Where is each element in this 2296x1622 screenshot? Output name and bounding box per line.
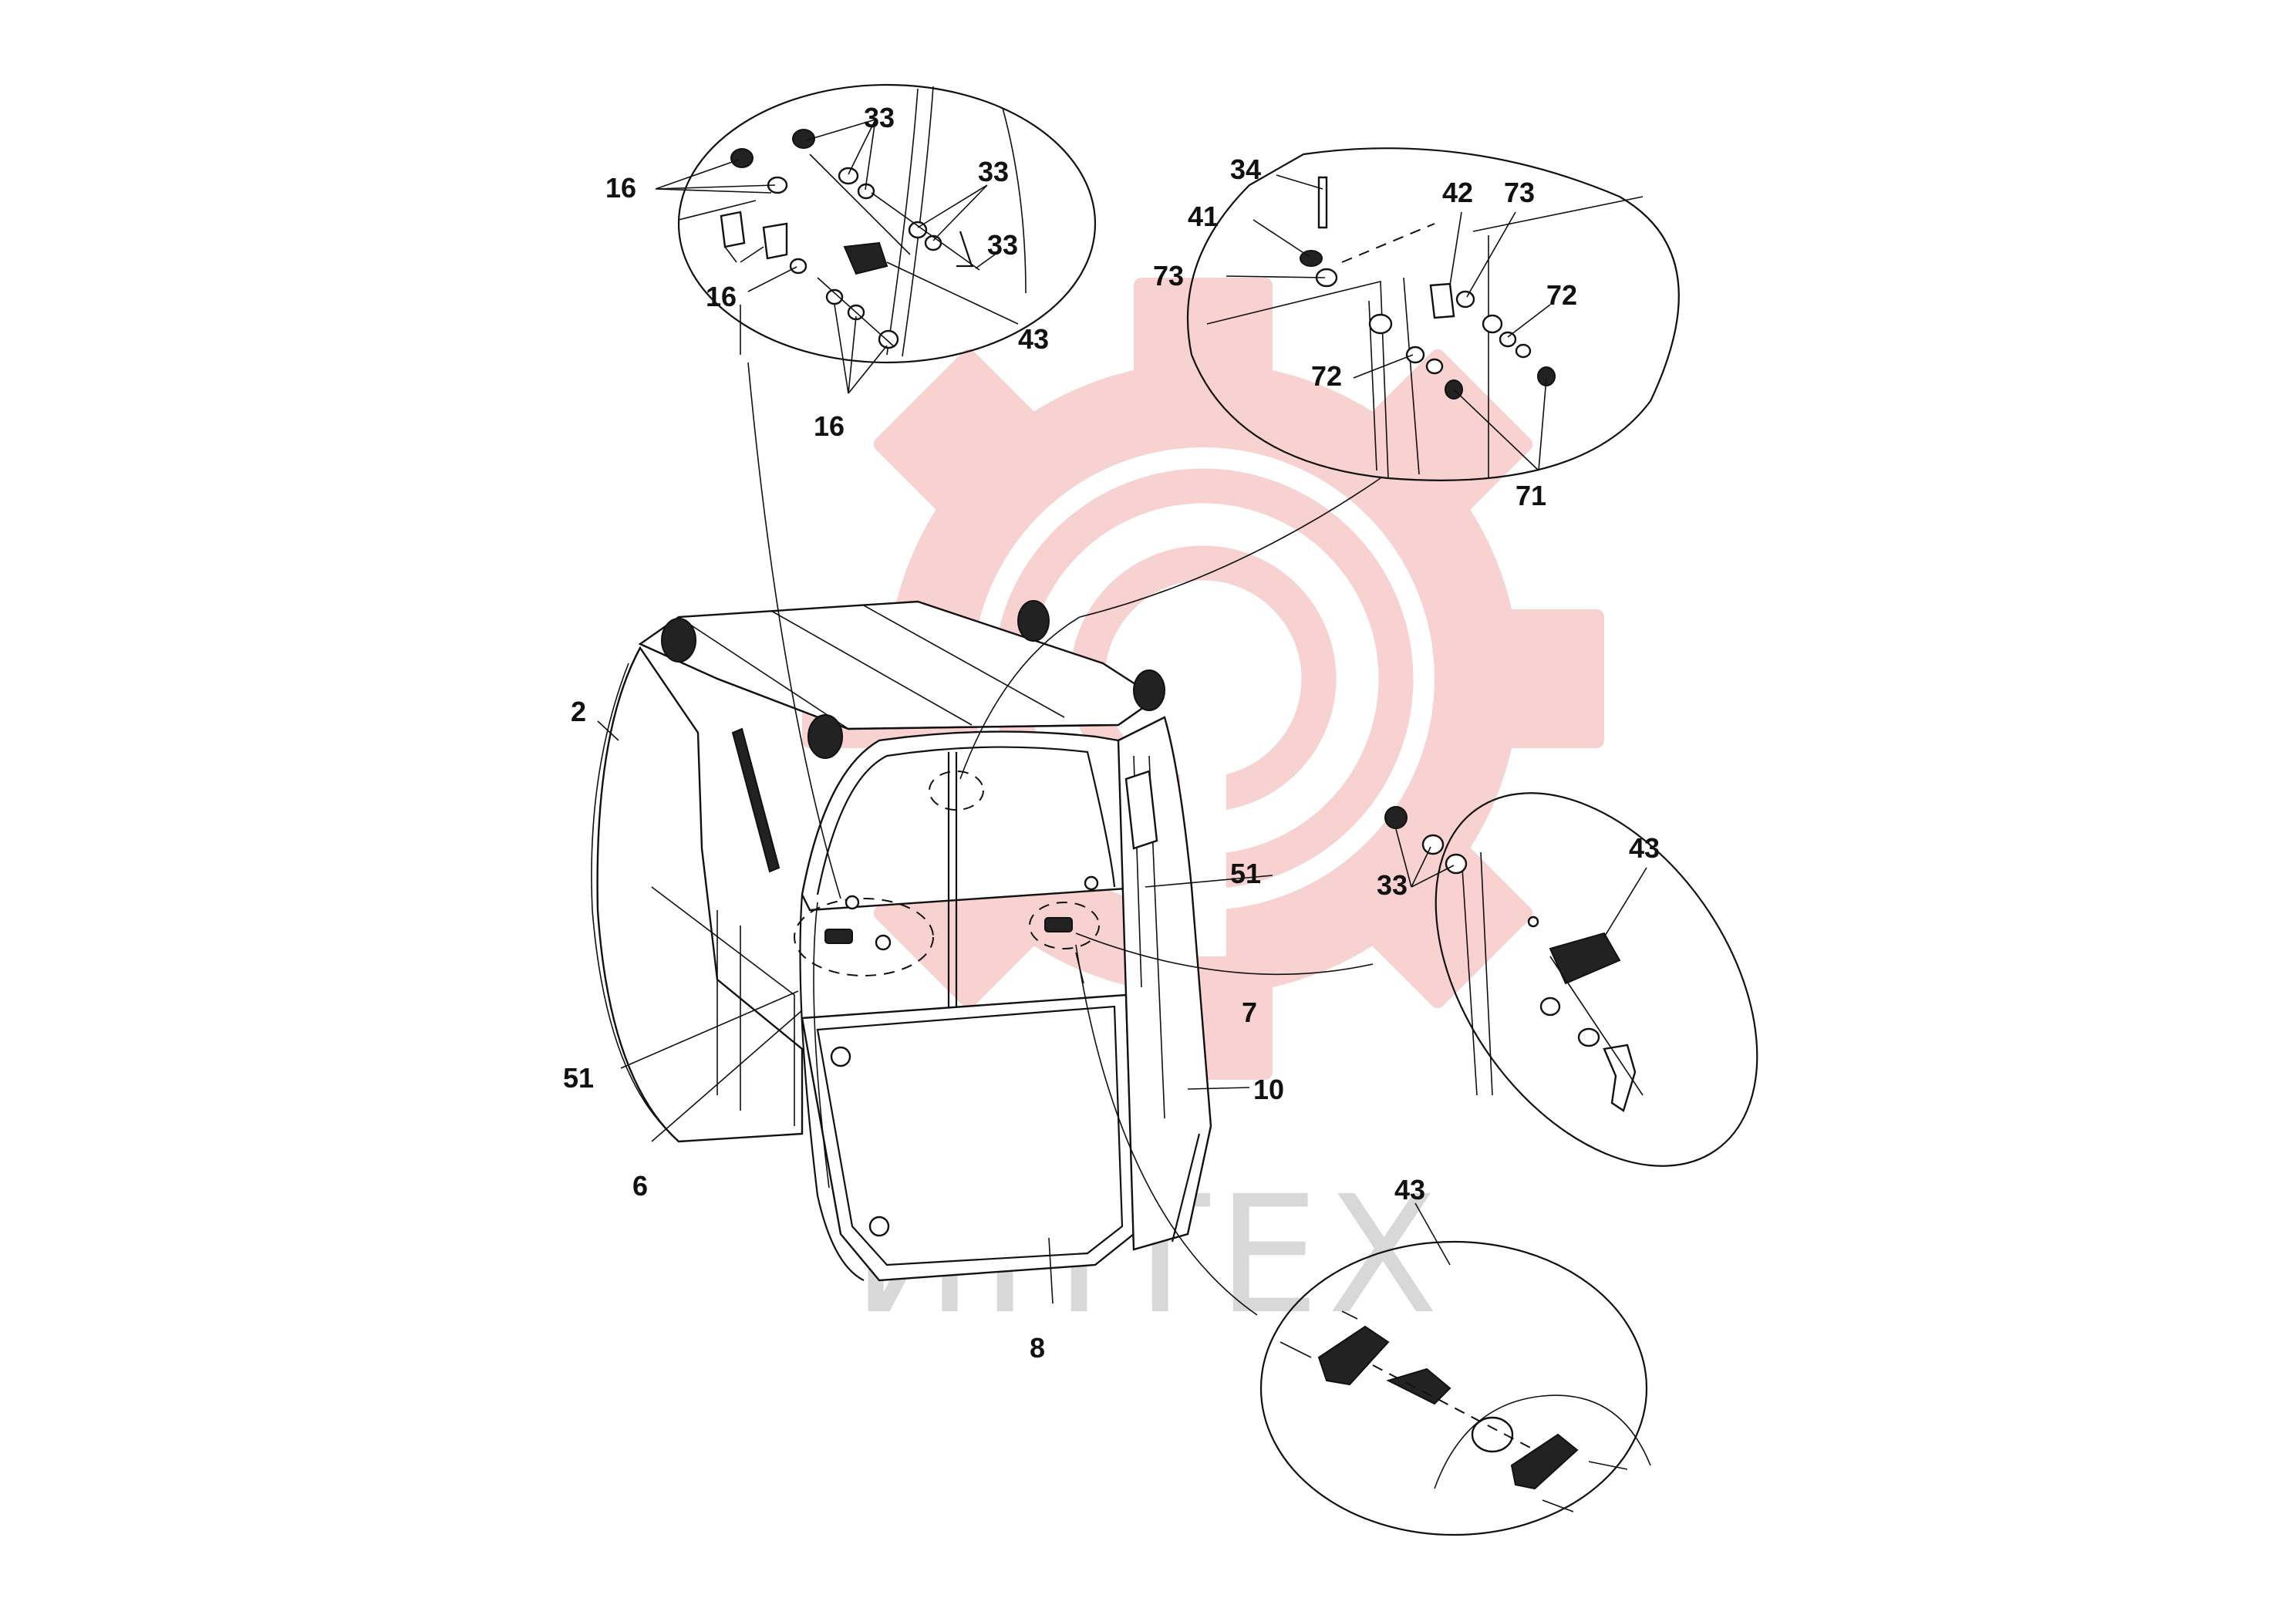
detail-marker-right-latch [1029,902,1100,949]
callout-16-upper: 16 [605,172,636,204]
callout-33-right: 33 [978,156,1009,187]
callout-33-top: 33 [864,102,895,133]
callout-73-left: 73 [1153,260,1184,292]
detail-marker-left-latch [794,898,934,976]
detail-view-door-latch [1075,792,1758,1167]
detail-view-upper-hinge [677,83,1097,899]
detail-marker-hinge [929,771,984,811]
callout-33-latch-detail: 33 [1377,869,1408,901]
callout-16-lower: 16 [814,410,845,442]
callout-leaders [597,119,1647,1304]
callout-10: 10 [1253,1074,1284,1105]
callout-51-left: 51 [563,1062,594,1094]
callout-71: 71 [1515,480,1546,511]
callout-34: 34 [1230,153,1261,185]
callout-8: 8 [1030,1332,1045,1364]
detail-view-lower-latch [1075,944,1651,1536]
callout-73-right: 73 [1504,177,1535,208]
callout-43-lower-detail: 43 [1394,1174,1425,1206]
cab-assembly [591,600,1212,1282]
callout-labels: 2 6 7 8 10 16 16 16 33 33 33 33 34 41 42… [563,102,1660,1364]
callout-42: 42 [1442,177,1473,208]
callout-43-upper-detail: 43 [1018,323,1049,355]
callout-6: 6 [632,1170,648,1202]
callout-33-small: 33 [987,229,1018,261]
callout-72-left: 72 [1311,360,1342,392]
callout-43-latch-detail: 43 [1629,832,1660,864]
callout-16-middle: 16 [706,281,737,312]
callout-2: 2 [571,696,586,727]
callout-72-right: 72 [1546,279,1577,311]
callout-51-right: 51 [1230,858,1261,889]
callout-7: 7 [1242,996,1257,1028]
callout-41: 41 [1188,201,1219,232]
detail-view-door-hinge [959,147,1680,780]
